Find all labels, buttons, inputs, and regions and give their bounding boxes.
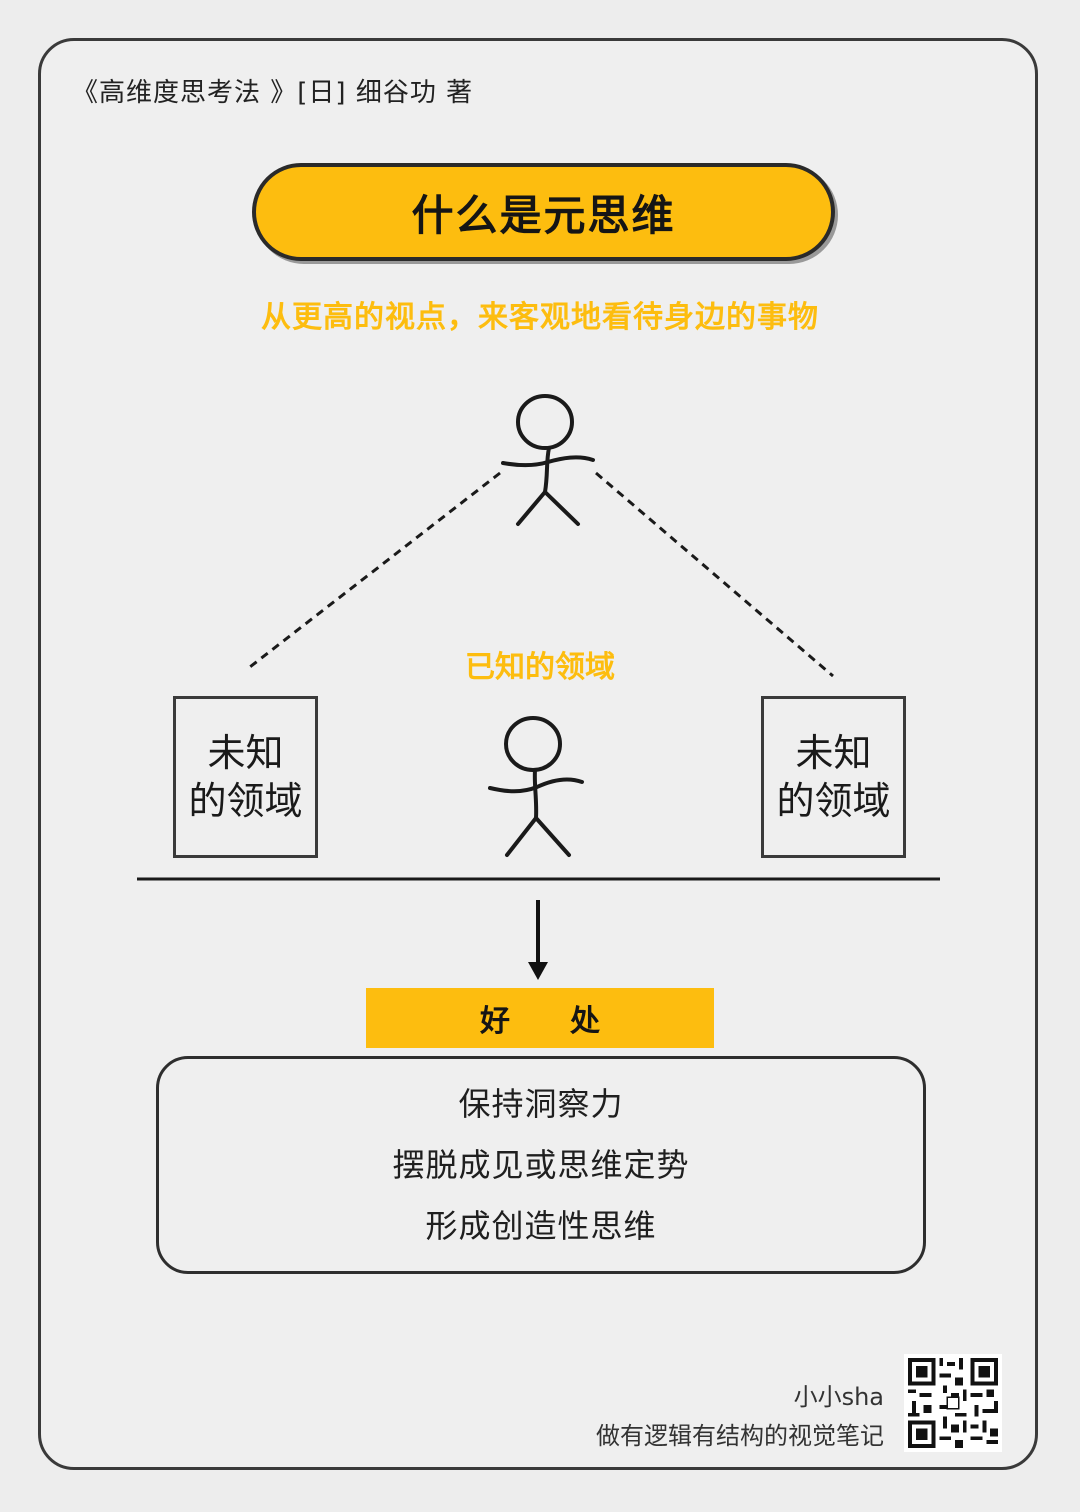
author-block: 小小sha 做有逻辑有结构的视觉笔记	[596, 1380, 884, 1458]
unknown-domain-line2: 的领域	[188, 777, 302, 825]
unknown-domain-line1: 未知	[795, 729, 871, 777]
qr-code-icon	[904, 1354, 1002, 1452]
unknown-domain-line1: 未知	[207, 729, 283, 777]
unknown-domain-box-left: 未知 的领域	[173, 696, 318, 858]
benefit-item: 摆脱成见或思维定势	[392, 1135, 689, 1196]
stick-figure-bottom-icon	[490, 718, 582, 855]
benefits-heading: 好 处	[366, 988, 714, 1048]
author-tagline: 做有逻辑有结构的视觉笔记	[596, 1414, 884, 1458]
benefits-list: 保持洞察力 摆脱成见或思维定势 形成创造性思维	[156, 1056, 926, 1274]
author-name: 小小sha	[596, 1380, 884, 1414]
down-arrow-icon	[528, 900, 548, 980]
sight-line-left	[246, 473, 500, 670]
benefit-item: 保持洞察力	[458, 1074, 623, 1135]
known-domain-label: 已知的领域	[0, 642, 1080, 686]
unknown-domain-line2: 的领域	[776, 777, 890, 825]
benefit-item: 形成创造性思维	[425, 1196, 656, 1257]
unknown-domain-box-right: 未知 的领域	[761, 696, 906, 858]
stick-figure-top-icon	[503, 396, 593, 524]
